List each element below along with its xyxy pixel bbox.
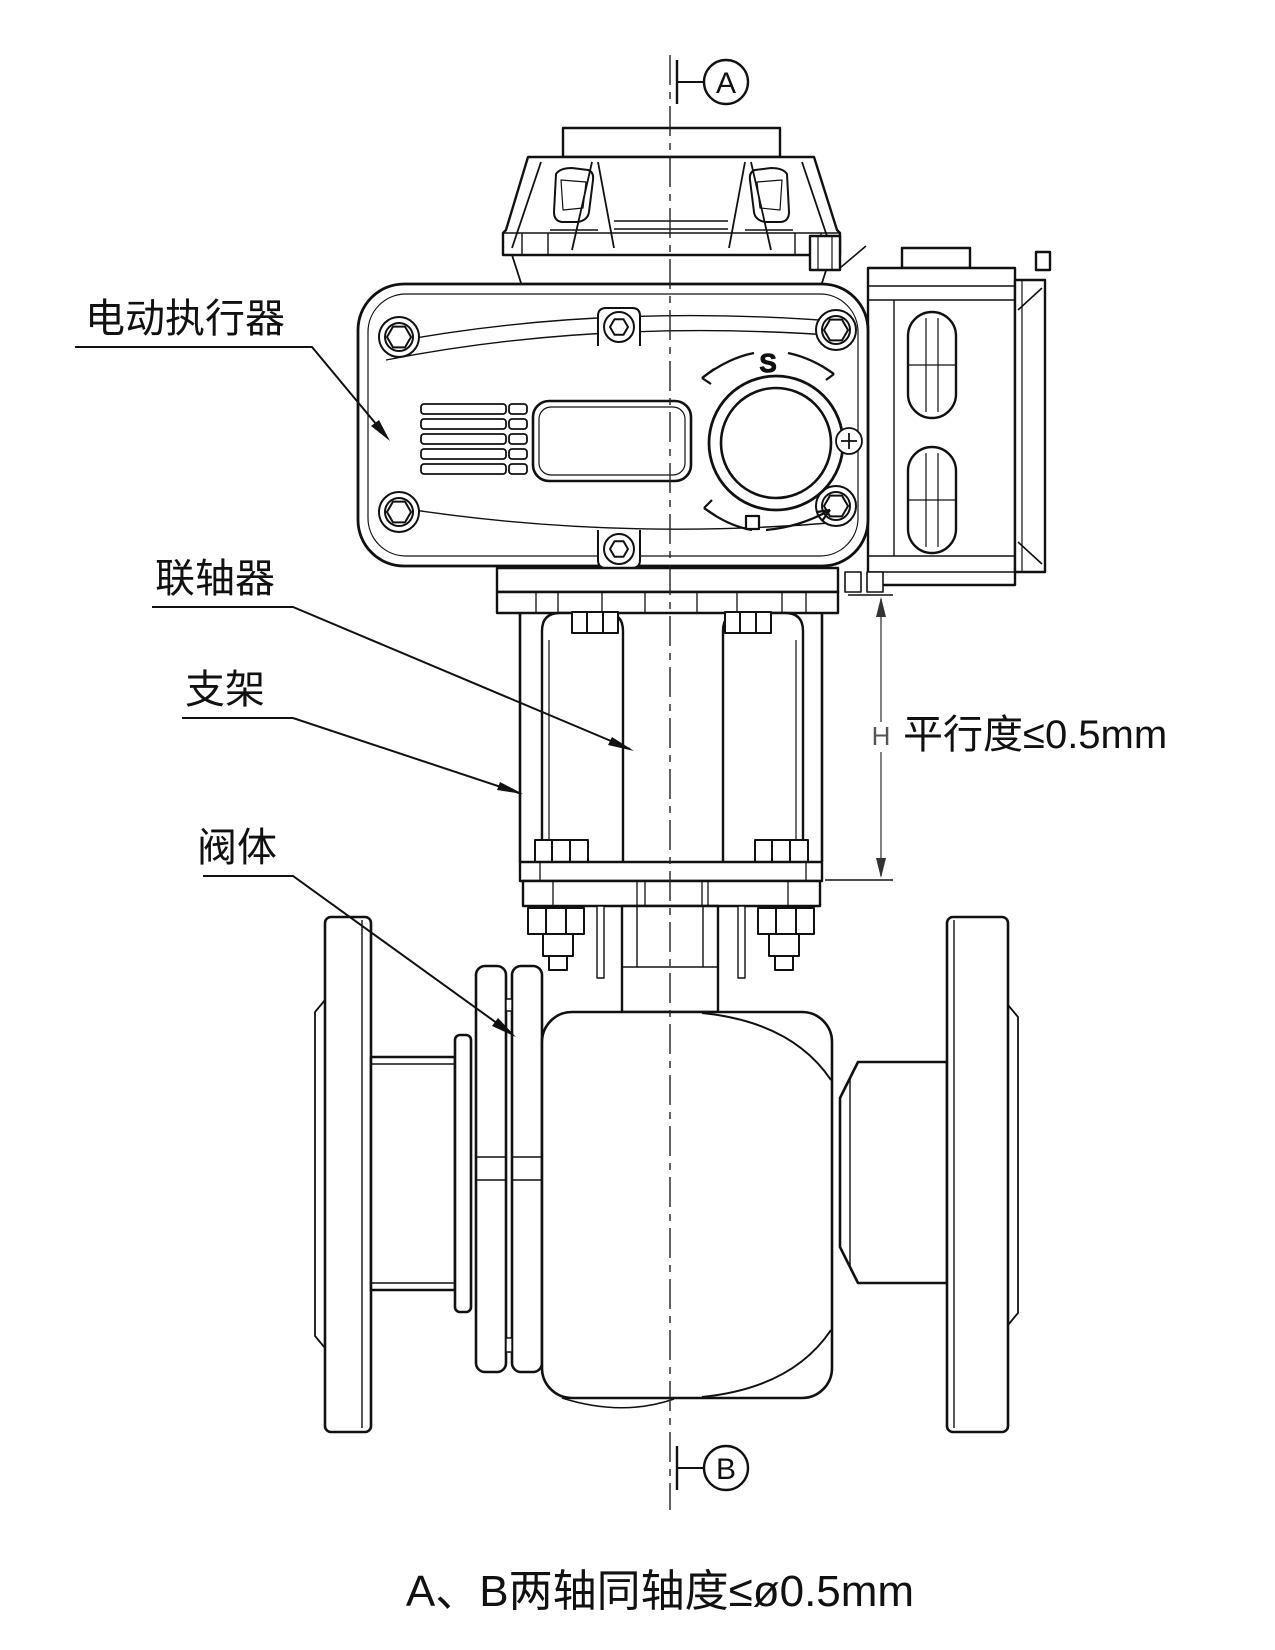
nameplate [531,399,693,483]
actuator-base-plate [495,566,840,594]
datum-a: A [675,58,750,106]
stem-nuts [527,905,815,979]
dial-glyph: S [759,348,776,378]
right-handle [728,161,832,251]
coupling-right-column [721,611,805,862]
datum-b: B [675,1444,750,1492]
actuator-housing: S [356,282,870,569]
vent-grille [420,403,528,475]
right-hub [838,1060,949,1285]
cable-gland [808,234,842,272]
label-bracket: 支架 [185,668,265,712]
coupling-left-column [540,611,625,862]
dim-arrow-down [876,858,886,878]
label-coupling: 联轴器 [155,557,275,601]
parallelism-dimension: H 平行度≤0.5mm [825,594,1167,881]
body-flange-plate-1 [474,964,508,1374]
terminal-box-cover [1013,278,1047,574]
bracket-assembly [495,566,840,1014]
terminal-box [808,234,1052,593]
body-flange-plate-2 [510,964,544,1374]
datum-b-letter: B [716,1453,736,1486]
left-handle [511,161,615,251]
label-actuator: 电动执行器 [85,297,285,341]
dim-symbol: H [872,721,891,751]
valve-center-body [540,1010,834,1400]
label-valve-body: 阀体 [197,826,277,870]
callouts: 电动执行器 联轴器 支架 阀体 [75,297,634,1037]
phillips-screw [835,427,863,455]
parallelism-text: 平行度≤0.5mm [903,713,1167,757]
left-hub [369,1055,457,1292]
datum-a-letter: A [716,67,736,100]
valve-assembly [314,915,1019,1434]
rotation-arrows [701,351,835,532]
right-pipe-flange [945,915,1010,1434]
top-plate [561,126,782,159]
left-pipe-flange [323,915,373,1434]
coaxiality-caption: A、B两轴同轴度≤ø0.5mm [406,1567,914,1616]
corner-screws [378,309,857,533]
actuator-top-cover [501,126,842,287]
dim-arrow-up [876,597,886,617]
bracket-bolts [534,611,809,863]
